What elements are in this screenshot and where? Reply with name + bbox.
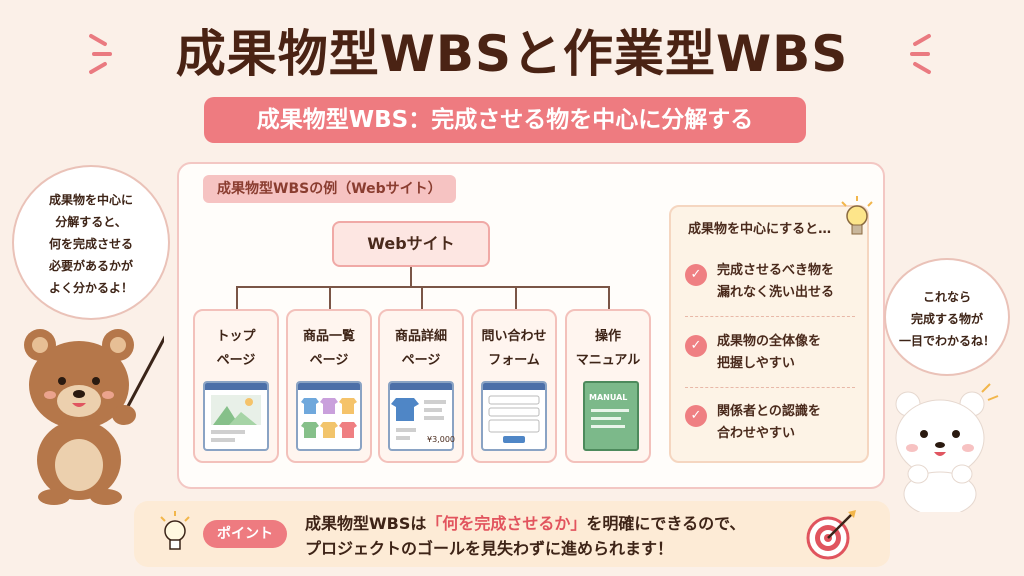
point-text-part: を明確にできるので、 [586, 514, 746, 533]
tree-connector [421, 286, 423, 309]
tree-connector [236, 286, 610, 288]
panel-tag: 成果物型WBSの例（Webサイト） [203, 175, 456, 203]
white-bear-illustration [895, 383, 999, 512]
manual-label: MANUAL [589, 393, 628, 402]
check-icon: ✓ [685, 264, 707, 286]
card-label: 操作 マニュアル [575, 329, 641, 368]
manual-book-icon: MANUAL [583, 381, 639, 451]
subtitle-banner: 成果物型WBS：完成させる物を中心に分解する [204, 97, 806, 143]
benefits-title: 成果物を中心にすると… [688, 222, 832, 237]
card-label: 商品一覧 ページ [302, 329, 355, 368]
wbs-card-contact-form: 問い合わせ フォーム [471, 309, 557, 463]
wbs-card-product-list: 商品一覧 ページ [286, 309, 372, 463]
benefit-text: 関係者との認識を 合わせやすい [717, 404, 821, 441]
check-icon: ✓ [685, 405, 707, 427]
landscape-page-icon [203, 381, 269, 451]
point-text-line2: プロジェクトのゴールを見失わずに進められます！ [305, 539, 674, 558]
divider [685, 316, 855, 317]
check-icon: ✓ [685, 335, 707, 357]
speech-bubble-right: これなら 完成する物が 一目でわかるね！ [884, 258, 1010, 376]
card-label: トップ ページ [216, 329, 256, 368]
product-grid-icon [296, 381, 362, 451]
tree-connector [236, 286, 238, 309]
lightbulb-icon [160, 511, 190, 550]
benefit-text: 完成させるべき物を 漏れなく洗い出せる [717, 263, 835, 300]
benefit-item: ✓ 関係者との認識を 合わせやすい [685, 401, 855, 447]
wbs-card-top-page: トップ ページ [193, 309, 279, 463]
benefit-item: ✓ 成果物の全体像を 把握しやすい [685, 331, 855, 377]
wbs-card-manual: 操作 マニュアル MANUAL [565, 309, 651, 463]
tree-connector [329, 286, 331, 309]
card-label: 問い合わせ フォーム [481, 329, 547, 368]
point-text-part: 成果物型WBSは [305, 514, 427, 533]
price-label: ¥3,000 [427, 435, 455, 444]
tree-connector [515, 286, 517, 309]
point-badge: ポイント [203, 520, 287, 548]
tree-connector [608, 286, 610, 309]
page-title: 成果物型WBSと作業型WBS [175, 25, 849, 83]
wbs-card-product-detail: 商品詳細 ページ ¥3,000 [378, 309, 464, 463]
sparkle-left [92, 52, 112, 56]
divider [685, 387, 855, 388]
benefit-item: ✓ 完成させるべき物を 漏れなく洗い出せる [685, 260, 855, 306]
card-label: 商品詳細 ページ [394, 329, 447, 368]
speech-bubble-left: 成果物を中心に 分解すると、 何を完成させる 必要があるかが よく分かるよ！ [12, 165, 170, 320]
point-highlight: 「何を完成させるか」 [426, 514, 587, 533]
point-text: 成果物型WBSは「何を完成させるか」を明確にできるので、 プロジェクトのゴールを… [305, 511, 745, 561]
form-icon [481, 381, 547, 451]
tree-connector [410, 267, 412, 287]
lightbulb-icon [841, 196, 873, 235]
product-detail-icon [388, 381, 454, 451]
sparkle-right [910, 52, 930, 56]
target-icon [806, 510, 856, 560]
teacher-bear-illustration [24, 329, 164, 505]
wbs-root-node: Webサイト [332, 221, 490, 267]
benefit-text: 成果物の全体像を 把握しやすい [717, 334, 822, 371]
benefits-box [669, 205, 869, 463]
